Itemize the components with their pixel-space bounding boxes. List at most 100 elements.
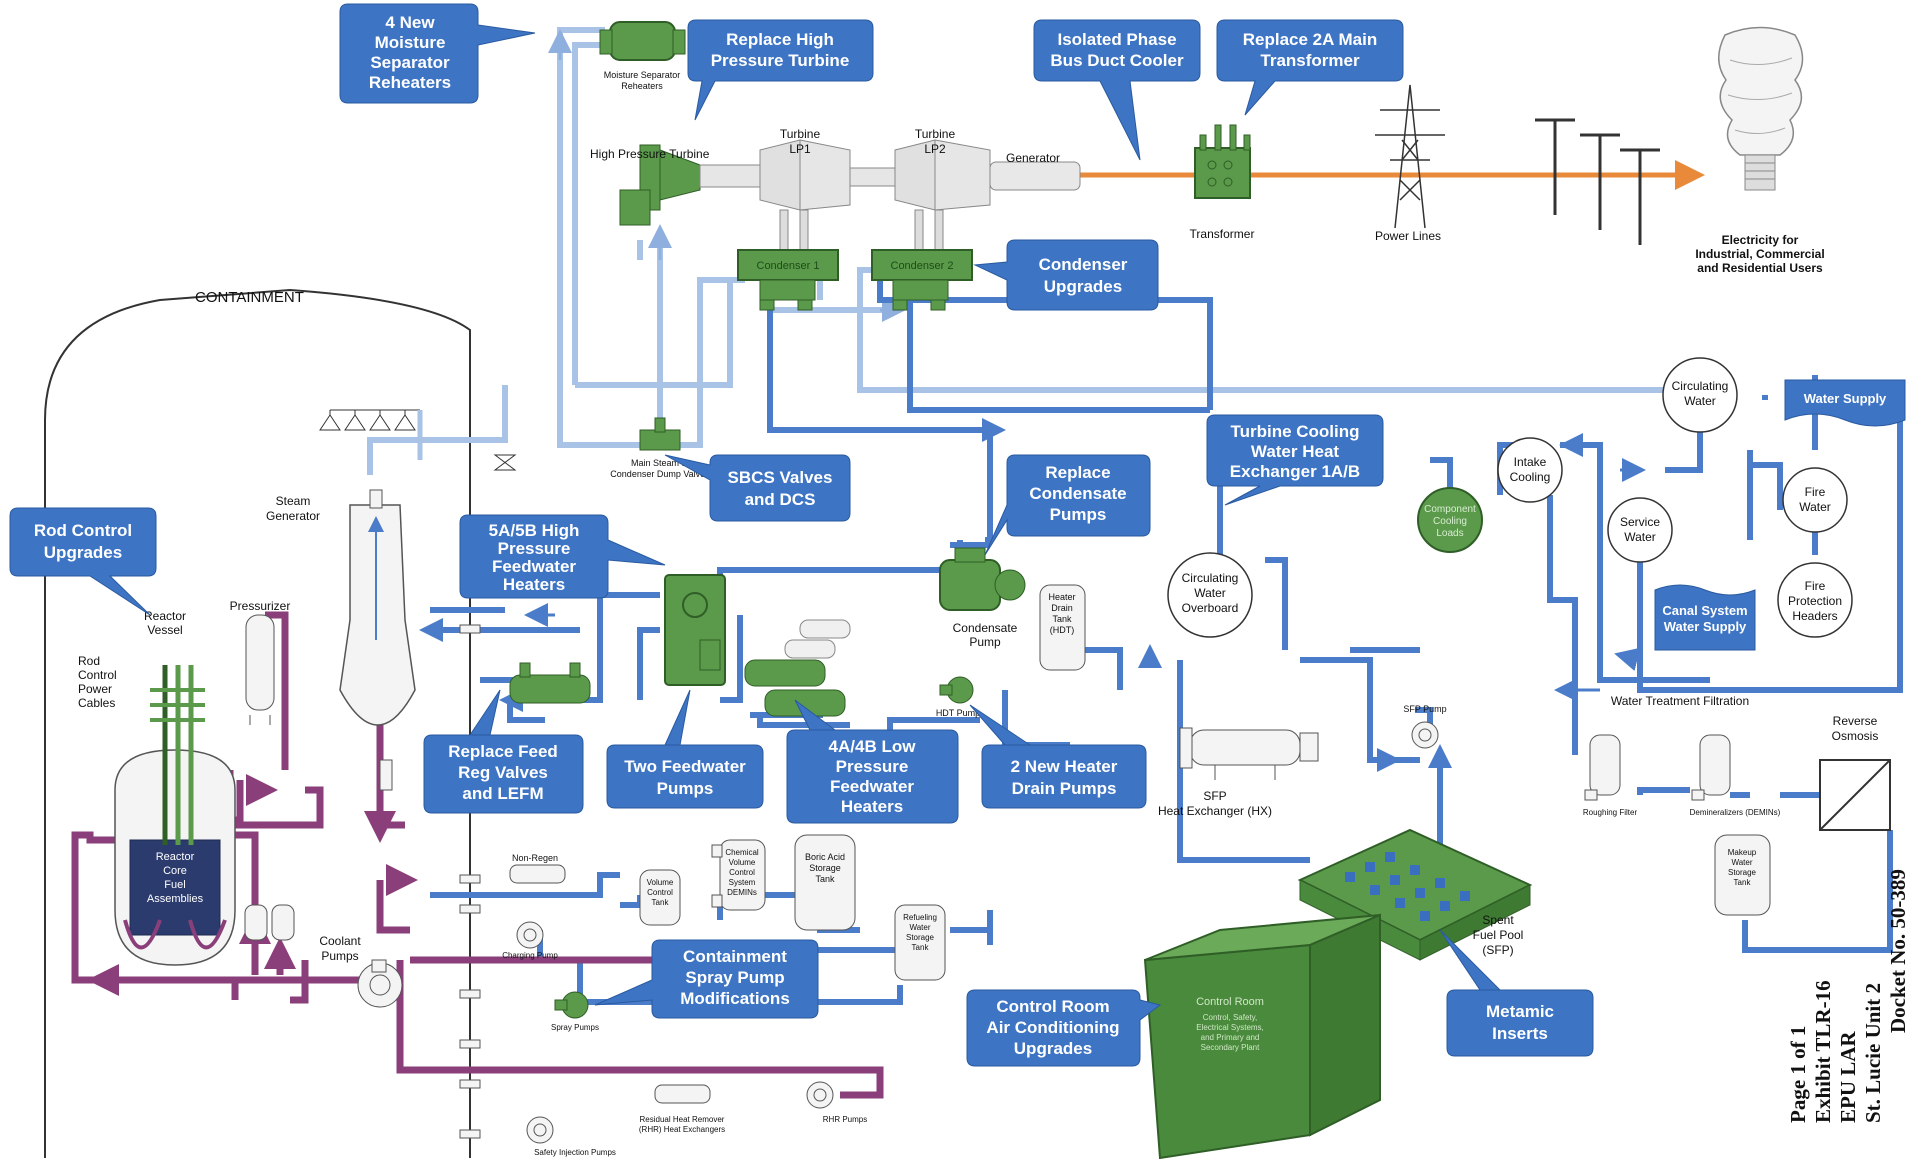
generator-label: Generator [1006,151,1060,165]
demineralizers-equipment [1691,734,1731,801]
reverse-osmosis-equipment [1819,759,1891,831]
spray-pumps-label: Spray Pumps [551,1023,599,1032]
safety-injection-pumps [526,1116,554,1144]
pressurizer-label: Pressurizer [230,599,291,613]
power-tower [1375,84,1445,229]
cvcs-demins [711,839,766,911]
condenser-2 [871,249,973,311]
feed-reg-heater-equipment [509,662,591,704]
charging-pump-label: Charging Pump [502,951,558,960]
spray-pumps-equipment [554,991,589,1019]
non-regen-label: Non-Regen [512,853,558,863]
control-room-sub-label: Control, Safety,Electrical Systems,and P… [1196,1013,1264,1052]
dump-valve [639,417,681,451]
condenser-1 [737,249,839,311]
reactor-vessel-equipment [114,665,236,966]
steam-generator-equipment [339,489,416,791]
demineralizers-label: Demineralizers (DEMINs) [1690,808,1781,817]
lp-feedwater-heaters-equipment [744,619,851,717]
control-room-label: Control Room [1196,996,1264,1008]
pressurizer-equipment [245,614,275,725]
non-regen-hx [509,864,566,884]
water-treatment-label: Water Treatment Filtration [1611,694,1749,708]
svg-text:EPU LAR: EPU LAR [1836,1031,1860,1123]
lightbulb-icon [1718,26,1804,191]
hdt-pump-equipment [939,676,974,704]
rhr-pumps [806,1081,834,1109]
condensate-pump-equipment [939,547,1026,611]
roughing-filter-label: Roughing Filter [1583,808,1638,817]
heater-drain-tank-equipment [1039,584,1086,671]
makeup-tank-equipment [1714,834,1771,916]
transformer-label: Transformer [1190,227,1255,241]
moisture-separator-equipment [599,21,686,61]
hp-turbine-label: High Pressure Turbine [590,147,710,161]
rhr-hx [654,1084,711,1104]
rhr-pumps-label: RHR Pumps [823,1115,867,1124]
sfp-pump-equipment [1411,721,1439,749]
boric-acid-tank [794,834,856,931]
transformer-equipment [1194,124,1251,199]
component-cooling-equipment [1417,487,1483,553]
roughing-filter-equipment [1584,734,1621,801]
hdt-pump-label: HDT Pump [936,708,980,718]
coolant-pump-equipment [357,959,403,1008]
svg-text:St. Lucie Unit 2: St. Lucie Unit 2 [1861,983,1885,1123]
isolation-valve-icon [493,454,517,471]
sfp-heat-exchanger-equipment [1179,727,1319,780]
charging-pump [516,921,544,949]
safety-injection-label: Safety Injection Pumps [534,1148,616,1157]
